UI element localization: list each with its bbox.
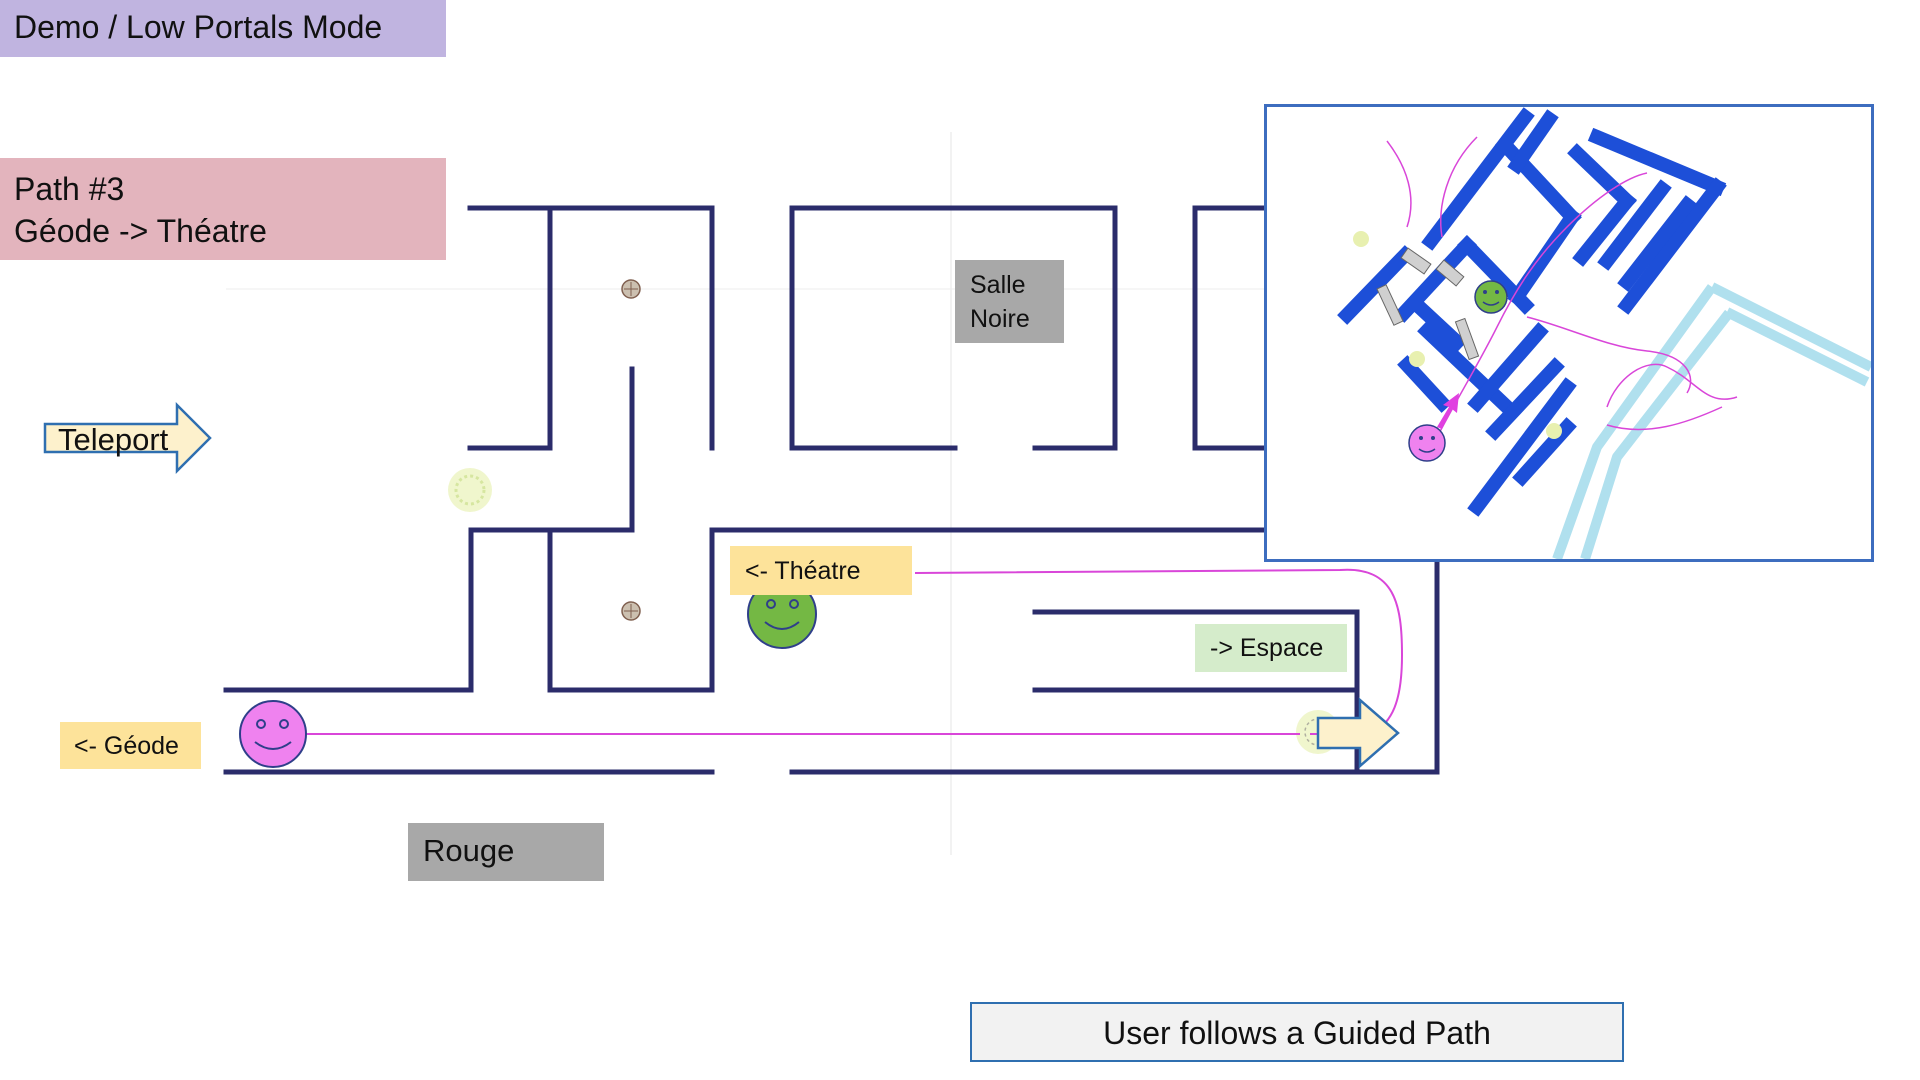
inset-prop [1376, 247, 1480, 361]
inset-guided-path [1386, 136, 1738, 448]
teleport-arrow-icon[interactable] [43, 401, 212, 475]
fixture-marker [621, 279, 641, 299]
inset-maze-render [1337, 107, 1871, 559]
direction-label-geode: <- Géode [60, 722, 201, 769]
path-number: Path #3 [14, 171, 125, 207]
teleport-label[interactable]: Teleport [58, 422, 169, 457]
fixture-marker [621, 601, 641, 621]
path-route: Géode -> Théatre [14, 213, 267, 249]
room-label-salle-noire: Salle Noire [955, 260, 1064, 343]
caption: User follows a Guided Path [970, 1002, 1624, 1062]
maze-walls [223, 205, 1440, 775]
mode-banner: Demo / Low Portals Mode [0, 0, 446, 57]
smiley-face-icon[interactable] [239, 700, 307, 768]
inset-3d-view [1264, 104, 1874, 562]
teleport-arrow-icon[interactable] [1316, 697, 1400, 769]
inset-direction-arrow-icon [1437, 393, 1459, 429]
guided-path-return [914, 568, 1404, 735]
smiley-face-icon [1408, 424, 1446, 462]
inset-portal-marker-icon [1353, 231, 1369, 247]
path-info: Path #3 Géode -> Théatre [0, 158, 446, 260]
smiley-face-icon [1474, 280, 1508, 314]
inset-portal-marker-icon [1546, 423, 1562, 439]
inset-portal-marker-icon [1409, 351, 1425, 367]
room-label-line: Noire [970, 305, 1030, 333]
direction-label-espace: -> Espace [1195, 624, 1347, 672]
direction-label-theatre: <- Théatre [730, 546, 912, 595]
room-label-rouge: Rouge [408, 823, 604, 881]
portal-marker-icon [448, 468, 492, 512]
inset-maze-walls [1337, 107, 1727, 517]
inset-glass-room [1552, 282, 1871, 559]
room-label-line: Salle [970, 271, 1026, 299]
